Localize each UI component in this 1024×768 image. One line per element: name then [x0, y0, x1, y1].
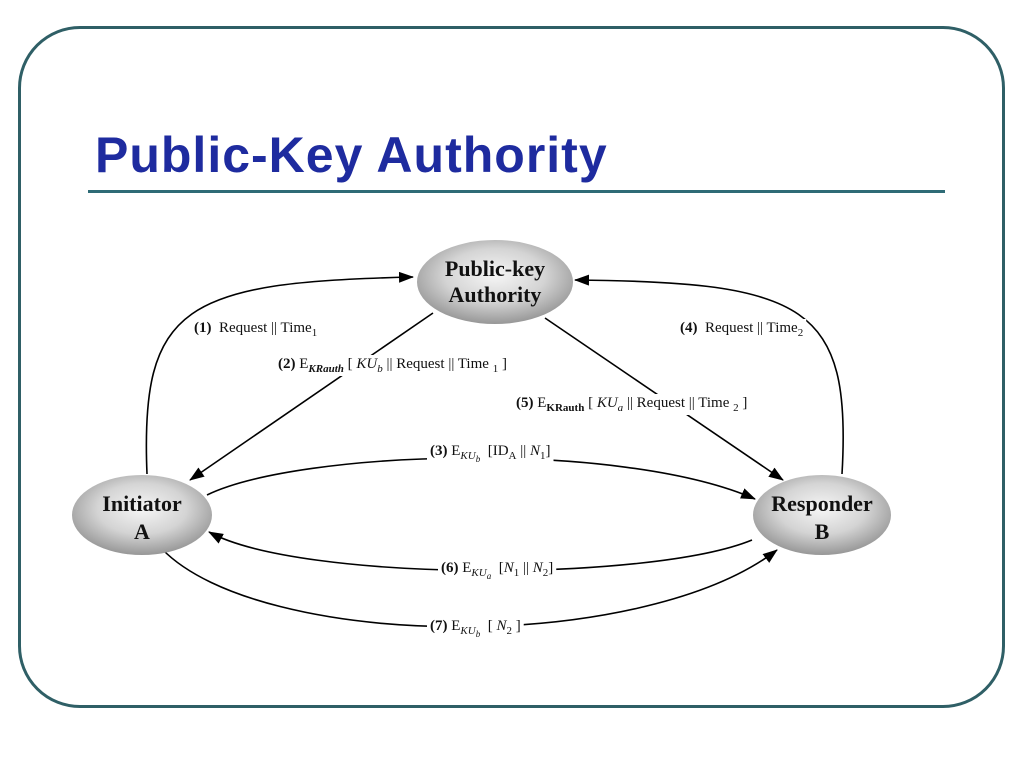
message-2-key: KRauth	[307, 363, 343, 375]
message-3-separator: ||	[516, 443, 530, 459]
message-3-close: ]	[546, 443, 551, 459]
message-6-close: ]	[548, 560, 553, 576]
message-2-text: || Request || Time	[383, 356, 493, 372]
edge-labels: (1) Request || Time1 (2) EKRauth [ KUb |…	[191, 319, 807, 640]
slide-title: Public-Key Authority	[95, 127, 608, 183]
message-6-encrypt: E	[459, 560, 472, 576]
message-7-number: (7)	[430, 618, 448, 634]
message-2-encrypt: E	[296, 356, 309, 372]
message-3-nonce-subscript: 1	[540, 450, 546, 462]
message-3-number: (3)	[430, 443, 448, 459]
message-2-public-key-subscript: b	[377, 363, 383, 375]
message-5-text: || Request || Time	[623, 395, 733, 411]
message-1-number: (1)	[194, 320, 212, 336]
edge-label-background	[427, 442, 554, 465]
message-7-public-key-subscript: b	[476, 629, 481, 639]
edge-message-4	[574, 274, 845, 475]
message-5-key: KRauth	[546, 402, 584, 414]
message-7-nonce: N	[495, 618, 507, 634]
message-5-encrypt: E	[534, 395, 547, 411]
message-5-open: [	[584, 395, 597, 411]
message-5-label: (5) EKRauth [ KUa || Request || Time 2 ]	[516, 395, 747, 414]
node-label-line-1: Public-key	[445, 256, 545, 281]
message-3-id-subscript: A	[509, 450, 517, 462]
message-4-number: (4)	[680, 320, 698, 336]
edge-label-background	[427, 617, 524, 640]
message-5-public-key-subscript: a	[618, 402, 624, 414]
message-2-time-subscript: 1	[493, 363, 499, 375]
edge-message-1	[145, 271, 414, 475]
message-6-public-key-subscript: a	[487, 571, 492, 581]
message-6-label: (6) EKUa [N1 || N2]	[441, 560, 553, 581]
message-7-close: ]	[512, 618, 521, 634]
message-1-text: Request || Time	[212, 320, 313, 336]
message-7-nonce-subscript: 2	[506, 625, 512, 637]
message-6-public-key: KU	[470, 567, 487, 579]
node-label-line-2: B	[815, 519, 830, 544]
message-2-label: (2) EKRauth [ KUb || Request || Time 1 ]	[278, 356, 507, 375]
message-4-label: (4) Request || Time2	[680, 320, 803, 339]
node-initiator-a: Initiator A	[72, 475, 212, 555]
message-1-time-subscript: 1	[312, 327, 318, 339]
message-2-public-key: KU	[355, 356, 378, 372]
message-7-public-key: KU	[459, 625, 476, 637]
message-1-label: (1) Request || Time1	[194, 320, 317, 339]
edge-label-background	[191, 319, 321, 340]
message-7-open: [	[480, 618, 496, 634]
message-7-encrypt: E	[448, 618, 461, 634]
message-2-open: [	[344, 356, 357, 372]
message-6-nonce-2: N	[532, 560, 544, 576]
edge-label-background	[438, 559, 557, 582]
node-label-line-2: Authority	[449, 282, 542, 307]
node-shape	[417, 240, 573, 324]
node-shape	[753, 475, 891, 555]
message-3-public-key: KU	[459, 450, 476, 462]
message-3-encrypt: E	[448, 443, 461, 459]
edge-label-background	[513, 394, 751, 415]
message-4-text: Request || Time	[698, 320, 799, 336]
edge-message-2	[189, 312, 434, 481]
message-7-label: (7) EKUb [ N2 ]	[430, 618, 521, 639]
message-5-time-subscript: 2	[733, 402, 739, 414]
message-3-public-key-subscript: b	[476, 454, 481, 464]
node-label-line-2: A	[134, 519, 150, 544]
message-2-close: ]	[498, 356, 507, 372]
node-label-line-1: Responder	[771, 491, 873, 516]
node-responder-b: Responder B	[753, 475, 891, 555]
message-6-separator: ||	[519, 560, 533, 576]
edge-label-background	[275, 355, 510, 376]
message-5-close: ]	[739, 395, 748, 411]
node-shape	[72, 475, 212, 555]
message-6-nonce-1-subscript: 1	[514, 567, 520, 579]
message-5-number: (5)	[516, 395, 534, 411]
message-3-open: [ID	[480, 443, 508, 459]
message-6-open: [	[491, 560, 504, 576]
node-label-line-1: Initiator	[102, 491, 182, 516]
message-3-label: (3) EKUb [IDA || N1]	[430, 443, 551, 464]
message-2-number: (2)	[278, 356, 296, 372]
title-rule	[88, 190, 945, 193]
edge-label-background	[677, 319, 807, 340]
node-public-key-authority: Public-key Authority	[417, 240, 573, 324]
message-5-public-key: KU	[596, 395, 619, 411]
message-6-nonce-2-subscript: 2	[543, 567, 549, 579]
message-6-nonce-1: N	[503, 560, 515, 576]
message-6-number: (6)	[441, 560, 459, 576]
slide-frame	[18, 26, 1005, 708]
message-4-time-subscript: 2	[798, 327, 804, 339]
message-3-nonce: N	[529, 443, 541, 459]
